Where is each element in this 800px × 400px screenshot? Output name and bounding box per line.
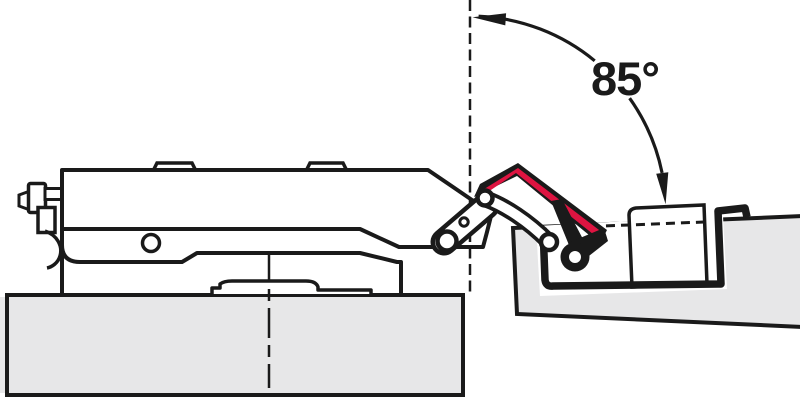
angle-arc-lower <box>628 97 664 174</box>
arc-arrowhead-down <box>656 172 669 205</box>
cam-hole <box>569 251 581 263</box>
angle-label: 85° <box>591 52 659 105</box>
mounting-plate-bump <box>210 279 373 294</box>
angle-annotation: 85° <box>472 13 669 205</box>
pivot-a <box>435 229 459 253</box>
arm-screw-hole <box>140 232 162 254</box>
mounting-plate-profile <box>60 244 403 295</box>
lever-red-stripe <box>481 168 603 238</box>
hinge-arm-assembly <box>17 161 494 295</box>
cabinet-panel-body <box>5 293 465 397</box>
pivot-c <box>475 188 495 208</box>
screw-lower-block <box>36 205 57 235</box>
hinge-arm-body <box>60 168 494 249</box>
pivot-d <box>538 231 560 253</box>
hinge-linkage <box>430 163 608 272</box>
hinge-cup-outline <box>539 204 751 290</box>
door-face-dashed-line <box>590 220 705 228</box>
door-assembly <box>510 203 800 329</box>
cam-stem <box>551 199 585 250</box>
cabinet-panel <box>0 293 465 397</box>
arm-hook-detail <box>44 229 63 270</box>
pivot-b <box>458 216 470 228</box>
arc-arrowhead-left <box>472 13 507 26</box>
hinge-cup-lip <box>627 203 709 289</box>
